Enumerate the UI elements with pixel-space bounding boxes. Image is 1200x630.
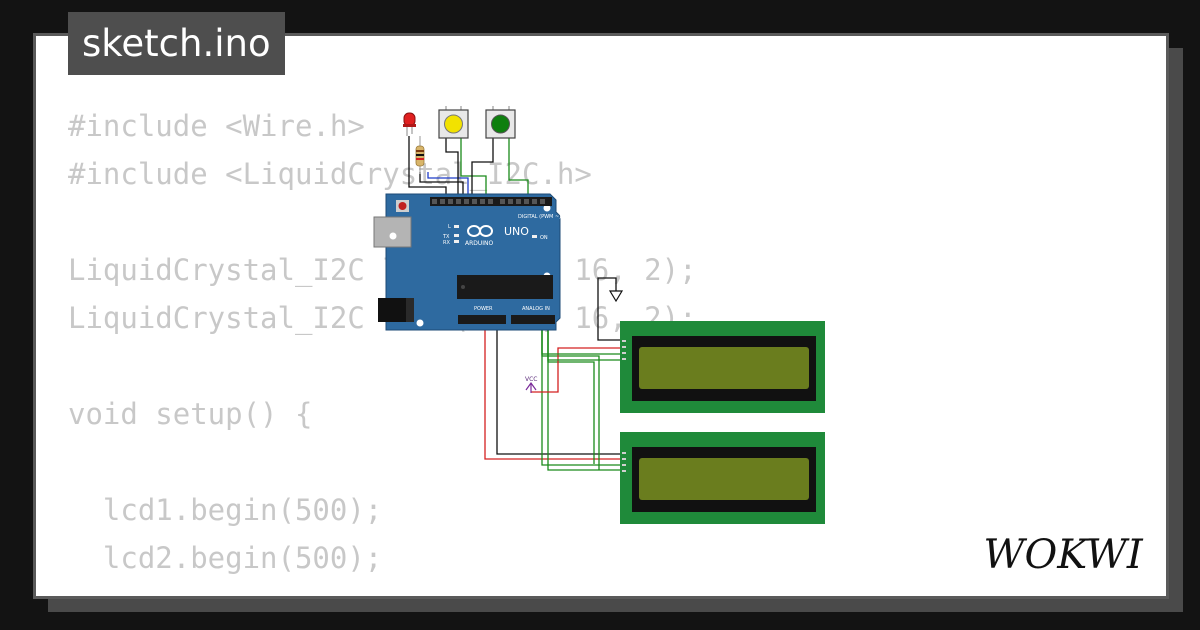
- wire-black: [496, 330, 622, 455]
- arduino-uno-board: DIGITAL (PWM ~) UNO ARDUINO L TX RX ON P…: [373, 193, 561, 331]
- arduino-infinity-logo: [467, 225, 493, 237]
- code-line: lcd1.begin(500);: [68, 493, 383, 527]
- filename-tab[interactable]: sketch.ino: [68, 12, 285, 75]
- board-digital-header-label: DIGITAL (PWM ~): [518, 214, 561, 220]
- board-name: UNO: [504, 225, 529, 238]
- wire-black: [408, 136, 447, 198]
- board-analog-label: ANALOG IN: [522, 306, 550, 312]
- wire-green: [541, 330, 600, 470]
- wire-green: [547, 330, 622, 471]
- wokwi-logo: WOKWI: [983, 532, 1143, 578]
- wire-green: [547, 330, 622, 361]
- wire-black: [471, 136, 494, 198]
- wires: [408, 136, 622, 471]
- wire-black: [445, 136, 459, 198]
- board-brand: ARDUINO: [465, 240, 494, 247]
- code-line: #include <Wire.h>: [68, 109, 365, 143]
- wire-green: [541, 330, 622, 355]
- ground-symbol: [608, 290, 624, 303]
- code-line: lcd2.begin(500);: [68, 541, 383, 575]
- lcd-display-1: [620, 321, 825, 413]
- board-label-rx: RX: [443, 240, 450, 246]
- wire-black: [597, 277, 622, 341]
- resistor: [415, 136, 425, 174]
- wire-black: [419, 172, 464, 198]
- pushbutton-yellow: [438, 106, 469, 139]
- wire-red: [484, 330, 622, 460]
- board-label-tx: TX: [442, 234, 450, 240]
- wire-green: [508, 136, 529, 198]
- pushbutton-green: [485, 106, 516, 139]
- vcc-label: VCC: [525, 376, 537, 383]
- board-power-label: POWER: [474, 306, 493, 312]
- board-label-l: L: [448, 224, 451, 230]
- code-line: void setup() {: [68, 397, 313, 431]
- led-red: [403, 112, 416, 136]
- wokwi-logo-text: WOKWI: [983, 532, 1143, 578]
- lcd-display-2: [620, 432, 825, 524]
- vcc-symbol: [525, 381, 537, 393]
- wire-blue: [427, 172, 469, 198]
- board-label-on: ON: [540, 235, 548, 241]
- wire-green: [541, 330, 622, 466]
- wire-green: [547, 330, 595, 464]
- wire-green: [460, 136, 487, 198]
- wire-red: [531, 347, 622, 393]
